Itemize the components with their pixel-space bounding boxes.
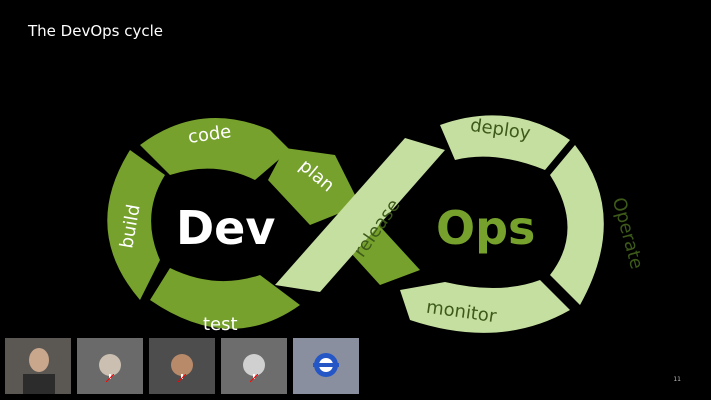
- monitor-segment: [400, 280, 570, 333]
- participant-video-tile[interactable]: [5, 338, 71, 394]
- webcam-video-icon: [5, 338, 71, 394]
- build-segment: [107, 150, 165, 300]
- label-test: test: [203, 314, 238, 335]
- dev-word: Dev: [176, 201, 275, 255]
- muted-mic-icon: [106, 374, 114, 382]
- operate-segment: [550, 145, 604, 305]
- avatar: [171, 354, 193, 376]
- participant-tile[interactable]: [77, 338, 143, 394]
- participant-tile[interactable]: [221, 338, 287, 394]
- page-number: 11: [673, 376, 681, 383]
- deploy-segment: [440, 115, 570, 170]
- participant-tile[interactable]: [293, 338, 359, 394]
- test-segment: [150, 268, 300, 329]
- participant-tile[interactable]: [149, 338, 215, 394]
- ops-loop: [275, 115, 604, 333]
- app-logo-icon: [313, 353, 339, 377]
- participant-thumbnails: [5, 338, 359, 394]
- slide-title: The DevOps cycle: [28, 22, 163, 40]
- label-operate: Operate: [608, 195, 647, 271]
- ops-word: Ops: [436, 201, 535, 255]
- release-segment: [275, 138, 445, 292]
- avatar: [99, 354, 121, 376]
- muted-mic-icon: [250, 374, 258, 382]
- plan-segment: [268, 148, 360, 225]
- code-segment: [140, 118, 290, 180]
- muted-mic-icon: [178, 374, 186, 382]
- avatar: [243, 354, 265, 376]
